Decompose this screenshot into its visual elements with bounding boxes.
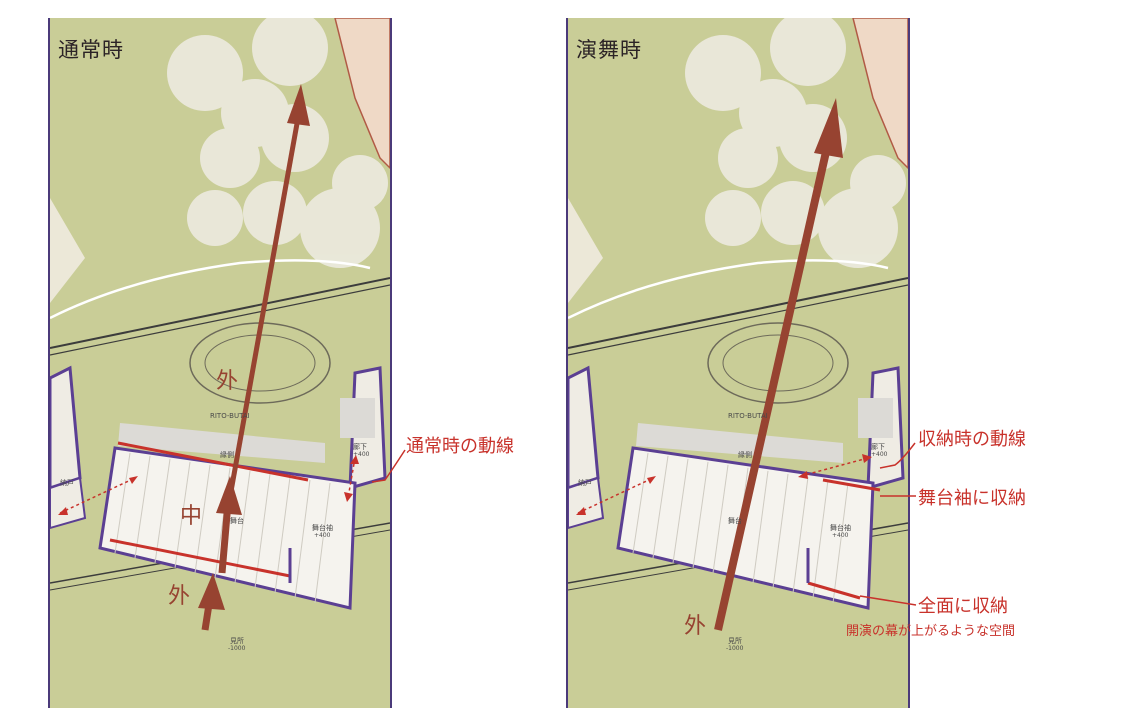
- panel-title-performance: 演舞時: [576, 38, 642, 62]
- storage-flow-label: 収納時の動線: [918, 429, 1026, 450]
- shoji-label: 納戸: [60, 479, 74, 487]
- rouka-level: +400: [871, 451, 888, 458]
- panel-normal: 通常時 外 中 外 RITO-BUTAI 縁側 納戸 廊下 +400 舞台袖 +…: [48, 18, 392, 708]
- site-plan-performance: [568, 18, 908, 708]
- label-outside-bottom: 外: [168, 584, 191, 609]
- panel-title-normal: 通常時: [58, 38, 124, 62]
- rouka-level: +400: [353, 451, 370, 458]
- label-outside-top: 外: [216, 369, 239, 394]
- rouka-label: 廊下: [353, 443, 367, 451]
- engawa-label: 縁側: [220, 451, 234, 459]
- rouka-label: 廊下: [871, 443, 885, 451]
- kenjo-label: 見所: [728, 637, 742, 645]
- kenjo-level: -1000: [228, 645, 246, 652]
- kenjo-label: 見所: [230, 637, 244, 645]
- panel-performance: 演舞時 外 RITO-BUTAI 縁側 納戸 廊下 +400 舞台袖 +400 …: [566, 18, 910, 708]
- curtain-note-label: 開演の幕が上がるような空間: [846, 624, 1016, 639]
- site-plan-normal: [50, 18, 390, 708]
- stage-name-label: RITO-BUTAI: [210, 412, 250, 420]
- engawa-label: 縁側: [738, 451, 752, 459]
- stage-name-label: RITO-BUTAI: [728, 412, 768, 420]
- label-middle: 中: [180, 504, 203, 529]
- butai-level: +400: [314, 532, 331, 539]
- butai-level: +400: [832, 532, 849, 539]
- normal-flow-label: 通常時の動線: [406, 436, 514, 457]
- wings-storage-label: 舞台袖に収納: [918, 488, 1026, 509]
- kenjo-level: -1000: [726, 645, 744, 652]
- shoji-label: 納戸: [578, 479, 592, 487]
- stage-mid-label: 舞台: [230, 517, 244, 525]
- butai-label: 舞台袖: [830, 524, 851, 532]
- butai-label: 舞台袖: [312, 524, 333, 532]
- stage-mid-label: 舞台: [728, 517, 742, 525]
- label-outside-perf: 外: [684, 614, 707, 639]
- full-storage-label: 全面に収納: [918, 596, 1008, 617]
